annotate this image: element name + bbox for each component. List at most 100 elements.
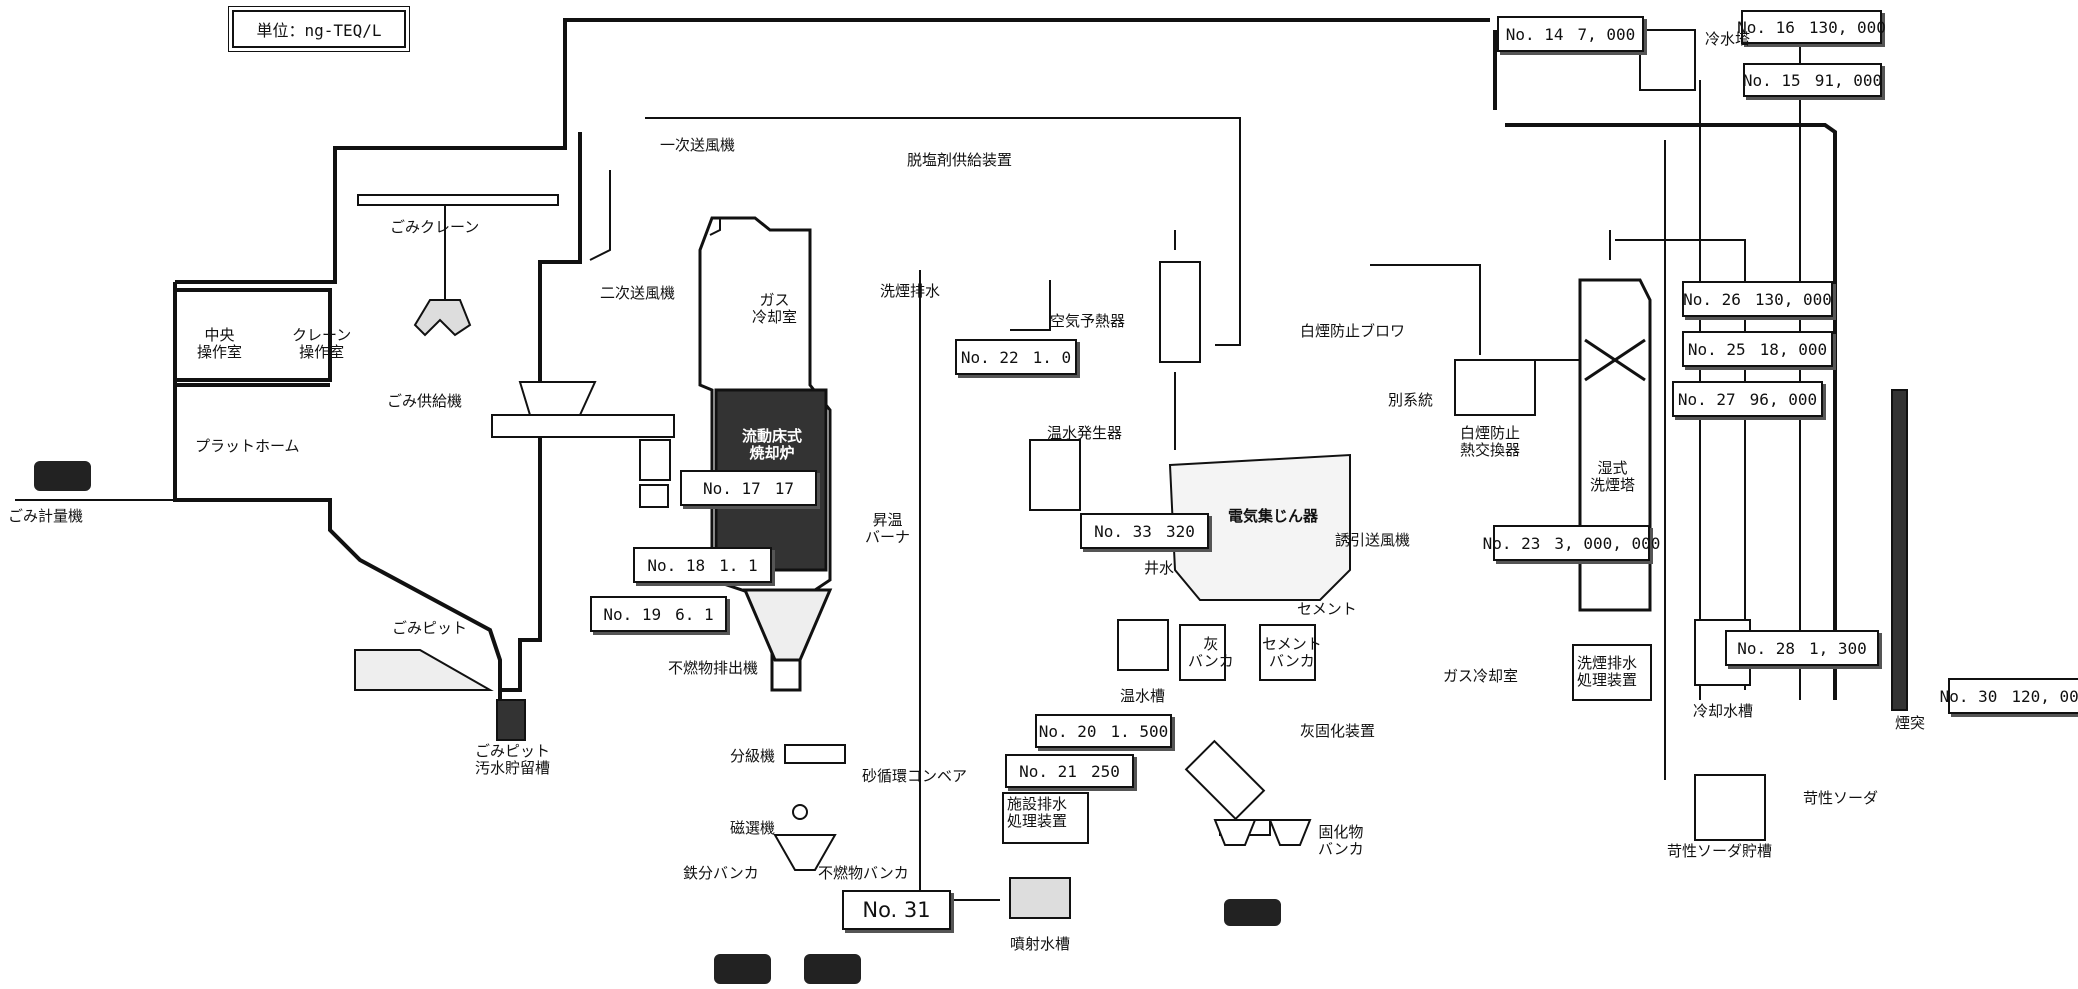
sampling-point-number: No. 14 (1506, 25, 1564, 44)
sampling-point-value: 1. 0 (1033, 348, 1072, 367)
magnetic-separator-label: 磁選機 (730, 820, 775, 837)
no31-box: No. 31 (842, 890, 951, 930)
sampling-point-number: No. 23 (1483, 534, 1541, 553)
sampling-point-number: No. 25 (1688, 340, 1746, 359)
white-smoke-exchanger-shape (1455, 360, 1535, 415)
heating-burner-label: 昇温 バーナ (865, 512, 910, 547)
sampling-point-value: 320 (1166, 522, 1195, 541)
gas-cooling-room-2-label: ガス冷却室 (1443, 668, 1518, 685)
cooling-tower-label: 冷水塔 (1705, 31, 1750, 48)
cooling-water-tank-label: 冷却水槽 (1693, 703, 1753, 720)
sampling-point-number: No. 30 (1940, 687, 1998, 706)
electrostatic-precipitator-label: 電気集じん器 (1228, 508, 1318, 525)
iron-bunker-label: 鉄分バンカ (683, 865, 759, 882)
garbage-pit-fill (355, 650, 490, 690)
sampling-point-number: No. 26 (1683, 290, 1741, 309)
spray-water-tank-label: 噴射水槽 (1010, 936, 1070, 953)
sampling-point-value: 130, 000 (1755, 290, 1832, 309)
air-preheater-shape (1160, 262, 1200, 362)
sampling-point-number: No. 18 (647, 556, 705, 575)
sand-conveyor-label: 砂循環コンベア (862, 768, 967, 785)
dechlorination-supply-label: 脱塩剤供給装置 (907, 152, 1012, 169)
garbage-scale-label: ごみ計量機 (8, 508, 83, 525)
ash-solidifier-label: 灰固化装置 (1300, 723, 1375, 740)
pit-wastewater-tank-label: ごみピット 汚水貯留槽 (475, 743, 550, 778)
sampling-point-number: No. 22 (961, 348, 1019, 367)
solidified-bunker-label: 固化物 バンカ (1318, 824, 1364, 859)
garbage-feeder-shape (492, 382, 674, 507)
sampling-point-value: 6. 1 (675, 605, 714, 624)
sampling-point-number: No. 33 (1094, 522, 1152, 541)
spray-water-tank-shape (1010, 878, 1070, 918)
sampling-point-value: 3, 000, 000 (1554, 534, 1660, 553)
sampling-point-box: No. 17 17 (680, 470, 817, 506)
garbage-pit-label: ごみピット (392, 620, 467, 637)
sampling-point-number: No. 17 (703, 479, 761, 498)
sampling-point-box: No. 14 7, 000 (1497, 16, 1644, 52)
wash-smoke-drain-label: 洗煙排水 (880, 283, 940, 300)
hot-water-tank-shape (1118, 620, 1168, 670)
wash-drain-treatment-label: 洗煙排水 処理装置 (1577, 655, 1637, 690)
sampling-point-value: 18, 000 (1760, 340, 1827, 359)
cement-label: セメント (1297, 601, 1357, 618)
sampling-point-box: No. 28 1, 300 (1725, 630, 1879, 666)
garbage-crane-label: ごみクレーン (390, 219, 479, 236)
sampling-point-value: 130, 000 (1809, 18, 1886, 37)
caustic-soda-label: 苛性ソーダ (1803, 790, 1878, 807)
sampling-point-box: No. 19 6. 1 (590, 596, 727, 632)
sampling-point-box: No. 27 96, 000 (1672, 381, 1823, 417)
sampling-point-box: No. 21 250 (1005, 754, 1134, 788)
sampling-point-box: No. 15 91, 000 (1743, 63, 1882, 97)
garbage-feeder-label: ごみ供給機 (387, 393, 462, 410)
sampling-point-number: No. 19 (603, 605, 661, 624)
sampling-point-value: 91, 000 (1815, 71, 1882, 90)
platform-label: プラットホーム (195, 438, 300, 455)
sampling-point-box: No. 22 1. 0 (955, 339, 1077, 375)
classifier-shape (775, 745, 845, 870)
cement-bunker-label: セメント バンカ (1262, 636, 1322, 671)
sampling-point-value: 96, 000 (1750, 390, 1817, 409)
air-preheater-label: 空気予熱器 (1050, 313, 1125, 330)
caustic-tank-shape (1695, 775, 1765, 840)
chimney-label: 煙突 (1895, 715, 1925, 732)
sampling-point-value: 120, 000 (2011, 687, 2078, 706)
cooling-tower-shape (1640, 30, 1695, 90)
chimney-shape (1892, 390, 1907, 710)
sampling-point-number: No. 21 (1019, 762, 1077, 781)
sampling-point-number: No. 15 (1743, 71, 1801, 90)
sampling-point-value: 1. 500 (1111, 722, 1169, 741)
sampling-point-value: 7, 000 (1578, 25, 1636, 44)
well-water-label: 井水 (1144, 560, 1174, 577)
crane-rail (358, 195, 558, 335)
caustic-soda-tank-label: 苛性ソーダ貯槽 (1667, 843, 1772, 860)
classifier-label: 分級機 (730, 748, 775, 765)
sampling-point-box: No. 18 1. 1 (633, 547, 772, 583)
sampling-point-value: 1. 1 (719, 556, 758, 575)
fluidized-bed-furnace-label: 流動床式 焼却炉 (742, 428, 802, 463)
wet-scrubber-label: 湿式 洗煙塔 (1590, 460, 1635, 495)
white-smoke-exchanger-label: 白煙防止 熱交換器 (1460, 425, 1520, 460)
sampling-point-value: 250 (1091, 762, 1120, 781)
sampling-point-value: 17 (775, 479, 794, 498)
hot-water-tank-label: 温水槽 (1120, 688, 1165, 705)
sampling-point-value: 1, 300 (1809, 639, 1867, 658)
sampling-point-box: No. 26 130, 000 (1682, 281, 1833, 317)
noncombustible-discharger-label: 不燃物排出機 (668, 660, 758, 677)
noncombustible-bunker-label: 不燃物バンカ (818, 865, 909, 882)
crane-control-room-label: クレーン 操作室 (292, 327, 351, 362)
sampling-point-box: No. 25 18, 000 (1682, 331, 1833, 367)
secondary-fan-label: 二次送風機 (600, 285, 675, 302)
sampling-point-box: No. 33 320 (1080, 513, 1209, 549)
primary-fan-label: 一次送風機 (660, 137, 735, 154)
ash-bunker-label: 灰 バンカ (1188, 636, 1234, 671)
hot-water-generator-shape (1030, 440, 1080, 510)
sampling-point-number: No. 27 (1678, 390, 1736, 409)
sampling-point-number: No. 28 (1737, 639, 1795, 658)
pit-tank-shape (497, 700, 525, 740)
facility-wastewater-treatment-label: 施設排水 処理装置 (1007, 796, 1067, 831)
gas-cooling-room-label: ガス 冷却室 (752, 292, 797, 327)
induced-fan-label: 誘引送風機 (1335, 532, 1410, 549)
